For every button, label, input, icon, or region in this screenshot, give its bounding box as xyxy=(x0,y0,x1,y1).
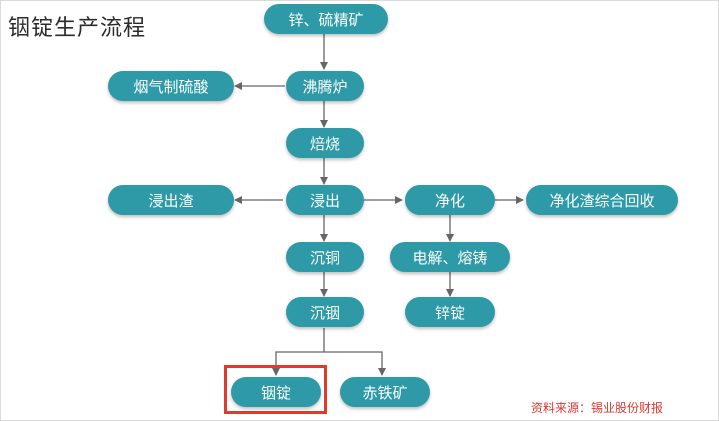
node-hematite: 赤铁矿 xyxy=(340,377,430,407)
node-boiling-furnace: 沸腾炉 xyxy=(286,71,364,101)
diagram-title: 铟锭生产流程 xyxy=(8,16,147,41)
indium-ingot-highlight-box xyxy=(224,365,327,414)
node-roasting: 焙烧 xyxy=(286,128,364,158)
node-zinc-ingot: 锌锭 xyxy=(405,297,495,327)
node-copper-precipitation: 沉铜 xyxy=(286,242,364,272)
node-purification-residue-recovery: 净化渣综合回收 xyxy=(526,185,678,215)
source-note: 资料来源：锡业股份财报 xyxy=(531,401,664,415)
arrow-indium-to-hematite xyxy=(324,351,386,376)
node-purification: 净化 xyxy=(405,185,495,215)
node-indium-ingot: 铟锭 xyxy=(231,377,321,407)
node-indium-precipitation: 沉铟 xyxy=(286,297,364,327)
node-electrolysis-casting: 电解、熔铸 xyxy=(390,242,510,272)
node-zinc-sulfide-ore: 锌、硫精矿 xyxy=(264,4,388,34)
node-flue-gas-sulfuric-acid: 烟气制硫酸 xyxy=(108,71,234,101)
node-leach-residue: 浸出渣 xyxy=(108,185,234,215)
node-leaching: 浸出 xyxy=(286,185,364,215)
arrow-indium-split xyxy=(272,328,325,376)
